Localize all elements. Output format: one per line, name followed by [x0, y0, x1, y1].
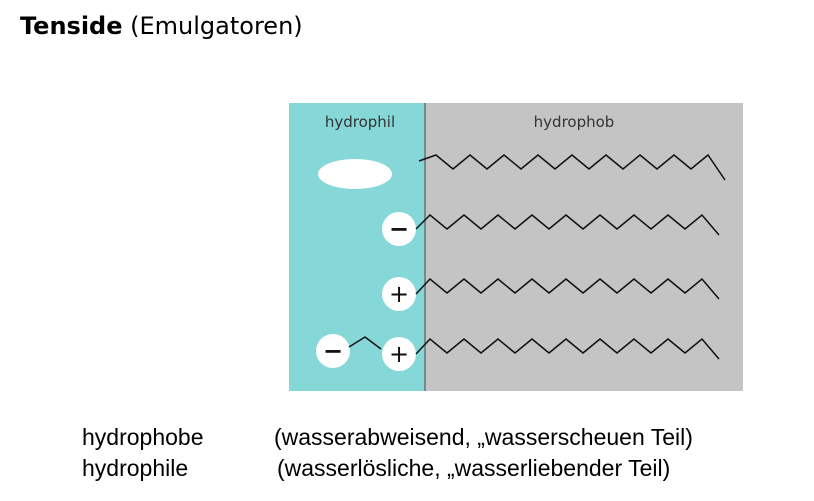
title-bold: Tenside [20, 12, 123, 40]
anionic-head [382, 212, 416, 246]
hydrocarbon-chain [415, 337, 720, 360]
minus-sign: − [323, 337, 343, 365]
hydrophil-label: hydrophil [325, 113, 395, 131]
zwitterion-link [348, 336, 382, 350]
title-rest: (Emulgatoren) [122, 12, 303, 40]
page-title: Tenside (Emulgatoren) [20, 12, 303, 40]
caption-term-hydrophobe: hydrophobe [82, 424, 204, 450]
hydrocarbon-chain [415, 213, 720, 236]
surfactant-diagram: hydrophil hydrophob − + − + [289, 103, 743, 391]
caption-desc-hydrophile: (wasserlösliche, „wasserliebender Teil) [277, 455, 671, 481]
hydrocarbon-chain [418, 153, 726, 181]
hydrophob-region [425, 103, 743, 391]
plus-sign: + [389, 340, 409, 368]
hydrophob-label: hydrophob [534, 113, 615, 131]
zwitterion-cation-head [382, 337, 416, 371]
plus-sign: + [389, 280, 409, 308]
caption-term-hydrophile: hydrophile [82, 455, 189, 481]
cationic-head [382, 277, 416, 311]
nonionic-head [318, 159, 392, 189]
hydrocarbon-chain [415, 277, 720, 300]
minus-sign: − [389, 215, 409, 243]
caption-desc-hydrophobe: (wasserabweisend, „wasserscheuen Teil) [274, 424, 693, 450]
zwitterion-anion-head [316, 334, 350, 368]
